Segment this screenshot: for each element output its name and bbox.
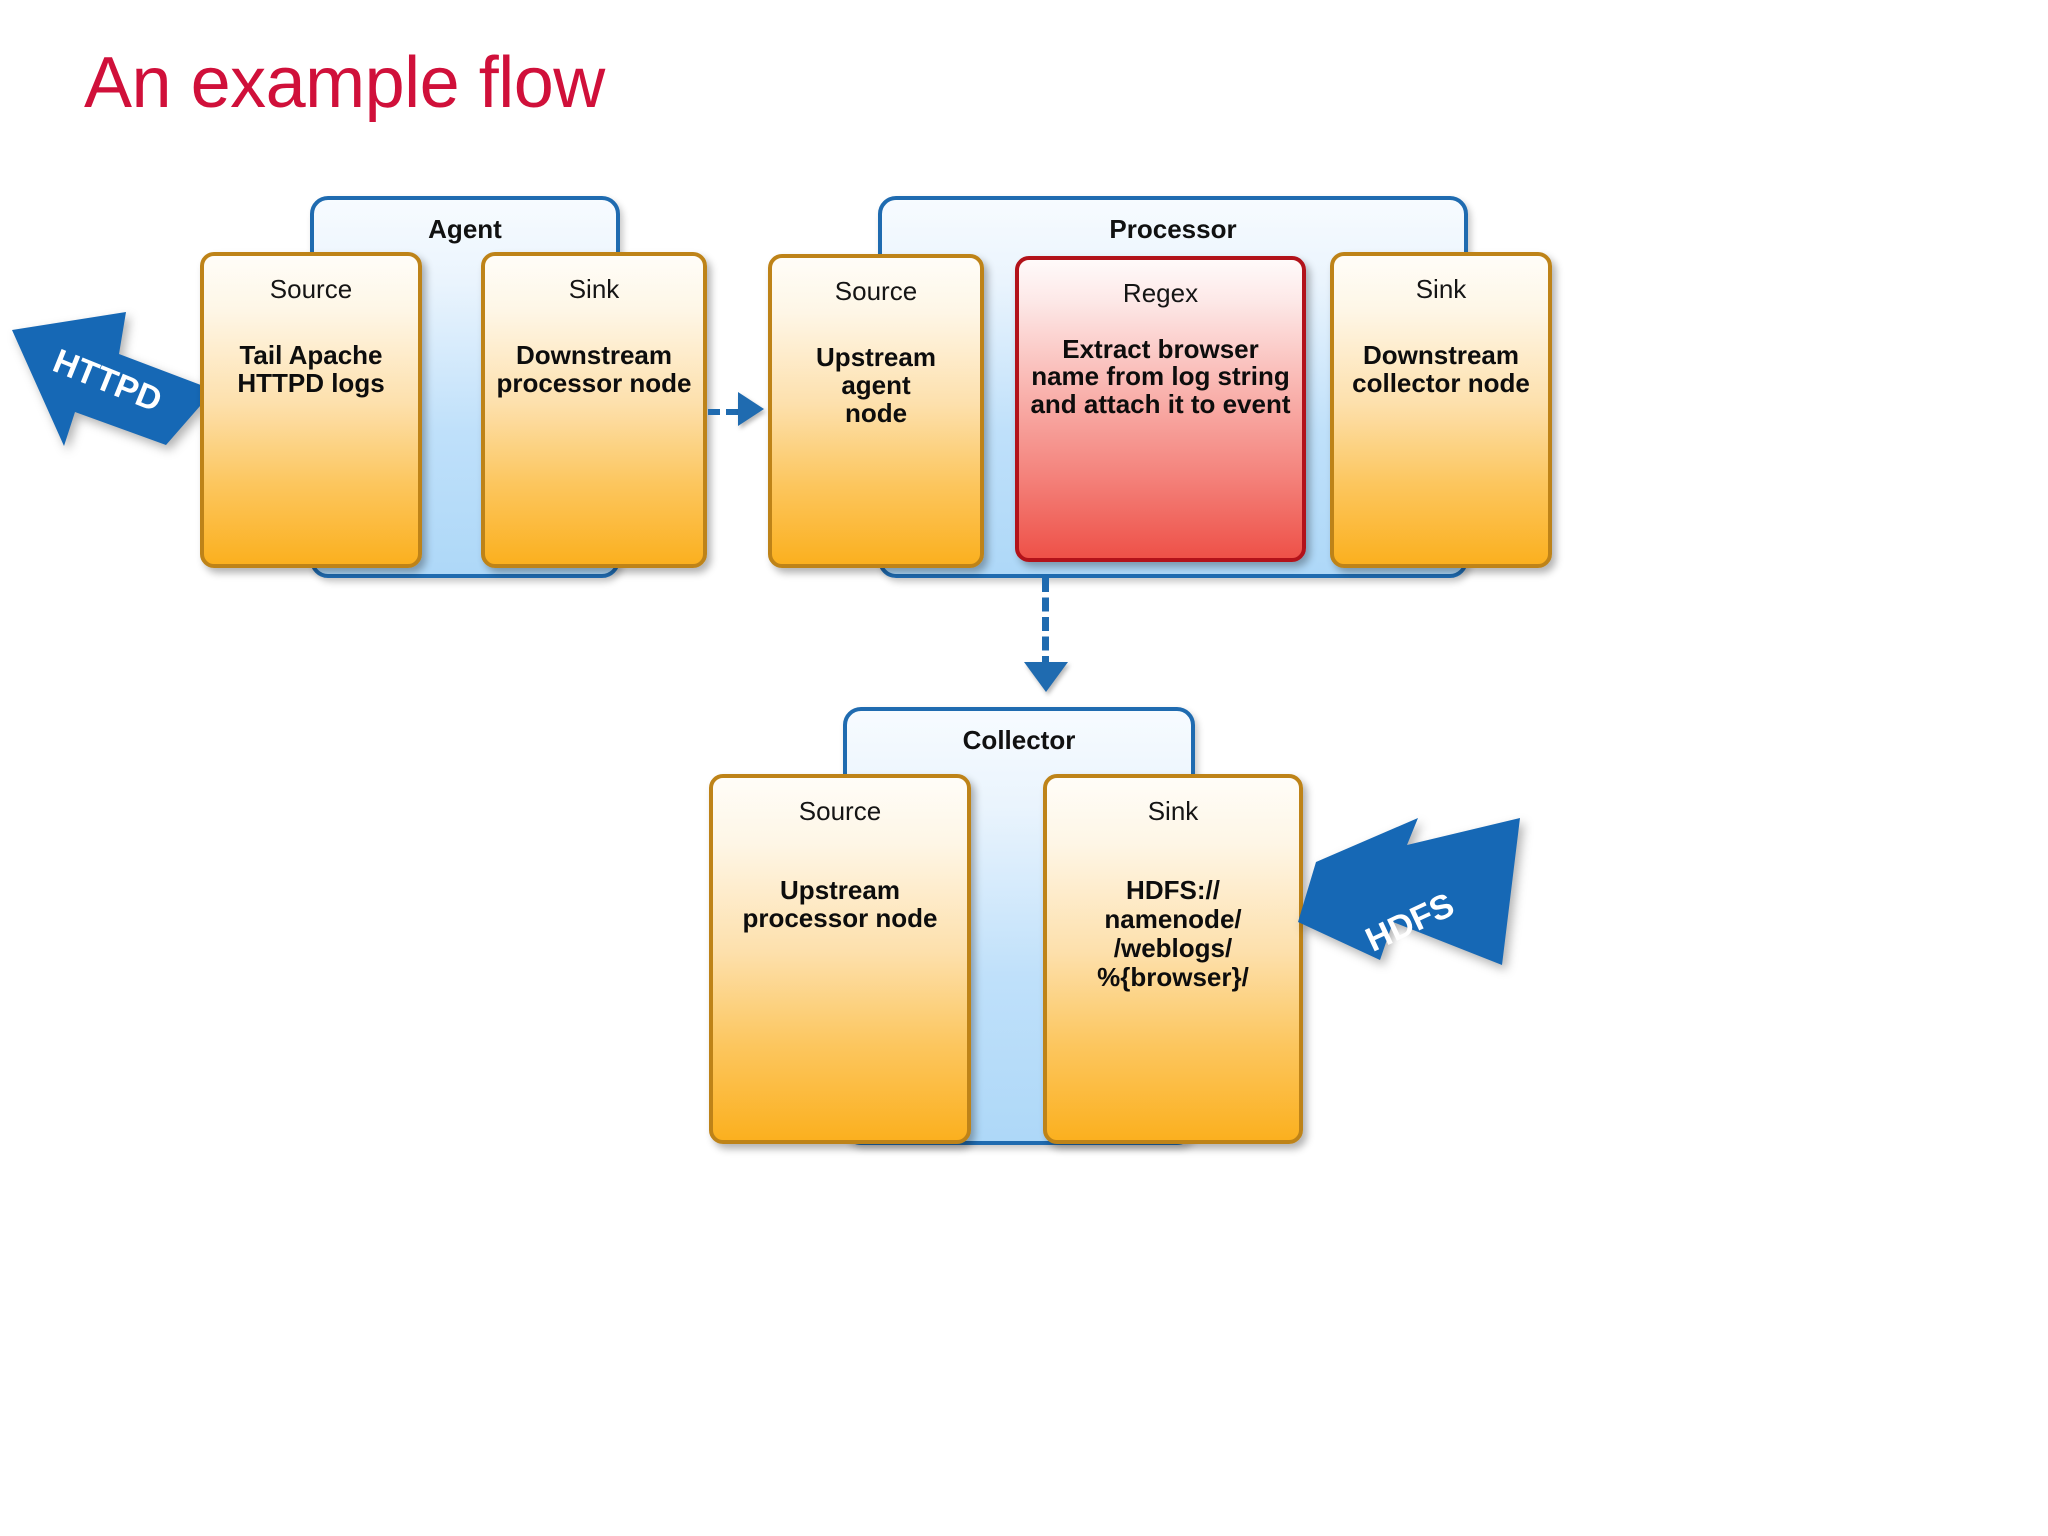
node-agent-sink-body: Downstream processor node — [496, 340, 692, 399]
connector-processor-to-collector — [1042, 578, 1049, 670]
node-processor-regex[interactable]: Regex Extract browser name from log stri… — [1015, 256, 1306, 562]
node-collector-source[interactable]: Source Upstream processor node — [709, 774, 971, 1144]
node-agent-source-body: Tail Apache HTTPD logs — [237, 340, 385, 399]
node-processor-sink-body: Downstream collector node — [1352, 340, 1530, 399]
connector-agent-to-processor — [708, 409, 738, 415]
connector-processor-to-collector-arrowhead — [1024, 662, 1068, 692]
page-title: An example flow — [84, 43, 605, 123]
node-collector-source-body: Upstream processor node — [742, 875, 938, 934]
node-processor-sink[interactable]: Sink Downstream collector node — [1330, 252, 1552, 568]
group-collector-title: Collector — [962, 725, 1076, 755]
node-agent-source[interactable]: Source Tail Apache HTTPD logs — [200, 252, 422, 568]
node-collector-sink-body: HDFS:// namenode/ /weblogs/ %{browser}/ — [1097, 875, 1249, 993]
group-agent-title: Agent — [428, 214, 502, 244]
node-processor-source-title: Source — [834, 276, 918, 306]
node-processor-regex-body: Extract browser name from log string and… — [1030, 334, 1291, 419]
connector-agent-to-processor-arrowhead — [738, 392, 764, 426]
node-collector-sink[interactable]: Sink HDFS:// namenode/ /weblogs/ %{brows… — [1043, 774, 1303, 1144]
group-processor-title: Processor — [1109, 214, 1237, 244]
node-agent-sink[interactable]: Sink Downstream processor node — [481, 252, 707, 568]
node-collector-sink-title: Sink — [1147, 796, 1199, 826]
node-agent-sink-title: Sink — [568, 274, 620, 304]
node-processor-sink-title: Sink — [1415, 274, 1467, 304]
node-collector-source-title: Source — [798, 796, 882, 826]
hdfs-arrow — [1290, 818, 1525, 966]
node-processor-source-body: Upstream agent node — [816, 342, 936, 429]
node-processor-regex-title: Regex — [1122, 278, 1199, 308]
httpd-arrow — [6, 312, 221, 447]
node-agent-source-title: Source — [269, 274, 353, 304]
node-processor-source[interactable]: Source Upstream agent node — [768, 254, 984, 568]
